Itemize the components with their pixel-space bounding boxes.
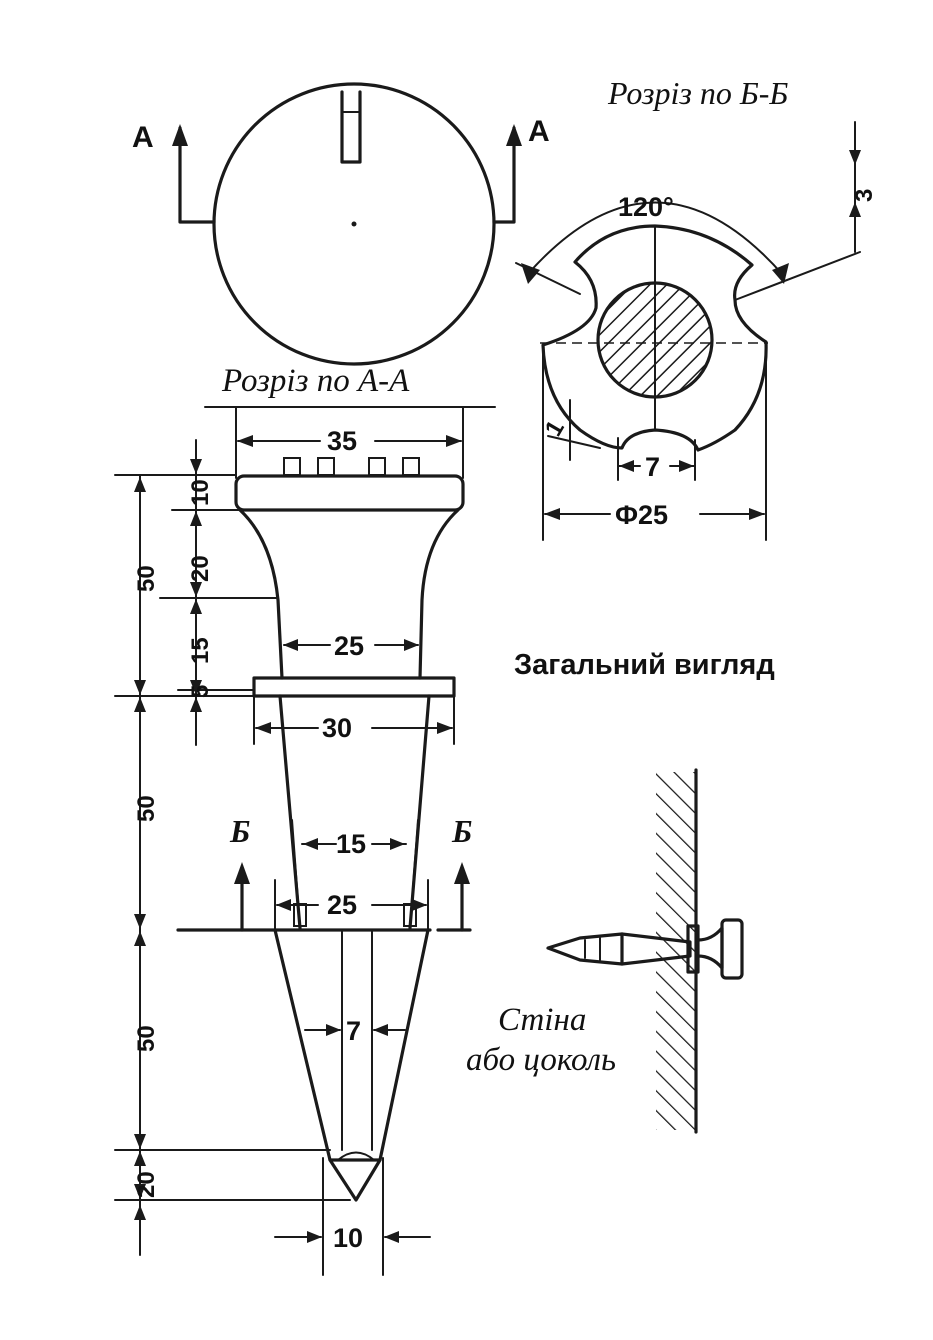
section-aa-title: Розріз по А-А	[221, 363, 410, 399]
section-letter-b-left: Б	[229, 813, 250, 849]
head-teeth	[283, 457, 420, 476]
dim-15-body: 15	[336, 829, 366, 859]
wall-label-2: або цоколь	[466, 1042, 616, 1078]
neck-right	[418, 508, 460, 680]
section-letter-b-right: Б	[451, 813, 472, 849]
dim-3: 3	[851, 189, 878, 202]
dim-35: 35	[327, 426, 357, 456]
section-line-a-left	[178, 126, 216, 224]
angle-arc	[526, 201, 784, 276]
wall-label-1: Стіна	[498, 1002, 586, 1038]
section-line-a-right	[492, 126, 516, 224]
dim-30: 30	[322, 713, 352, 743]
section-bb-view: Розріз по Б-Б 120° 3 7 1	[515, 75, 878, 541]
section-aa-view: Розріз по А-А 35 25	[114, 363, 496, 1276]
dim-1: 1	[540, 416, 570, 441]
dim-20-tip: 20	[133, 1171, 160, 1198]
dim-10-tip: 10	[333, 1223, 363, 1253]
section-letter-a-left: А	[132, 121, 154, 154]
dowel-head	[234, 474, 465, 512]
slot-outline	[340, 90, 362, 164]
top-view: А А	[132, 82, 550, 366]
dim-50-bottom: 50	[133, 1025, 160, 1052]
tip-point	[328, 1158, 382, 1202]
dim-phi25: Ф25	[615, 500, 668, 530]
dim-25-mid: 25	[327, 890, 357, 920]
center-mark	[351, 221, 357, 227]
neck-left	[238, 508, 284, 680]
mini-dowel-tip	[546, 932, 624, 966]
mini-dowel-neck	[696, 926, 724, 970]
dim-20-neck: 20	[187, 555, 214, 582]
dim-10-head: 10	[187, 479, 214, 506]
mini-dowel-head	[720, 918, 744, 980]
dim-50-top: 50	[133, 565, 160, 592]
dowel-flange	[252, 676, 456, 698]
dim-5-flange: 5	[187, 685, 214, 698]
dim-7-tip: 7	[346, 1016, 361, 1046]
dim-50-mid: 50	[133, 795, 160, 822]
mini-dowel-flange	[686, 924, 700, 974]
mini-dowel-body	[620, 932, 692, 966]
general-view-title: Загальний вигляд	[514, 649, 775, 681]
dim-angle-120: 120°	[618, 192, 674, 222]
section-bb-title: Розріз по Б-Б	[607, 75, 788, 111]
head-circle	[212, 82, 496, 366]
section-letter-a-right: А	[528, 115, 550, 148]
dim-15-neck: 15	[187, 637, 214, 664]
cone-outline	[273, 928, 430, 1162]
general-view: Загальний вигляд Стіна або цоколь	[466, 649, 775, 1134]
dim-25-neck: 25	[334, 631, 364, 661]
dim-7-groove: 7	[645, 452, 660, 482]
